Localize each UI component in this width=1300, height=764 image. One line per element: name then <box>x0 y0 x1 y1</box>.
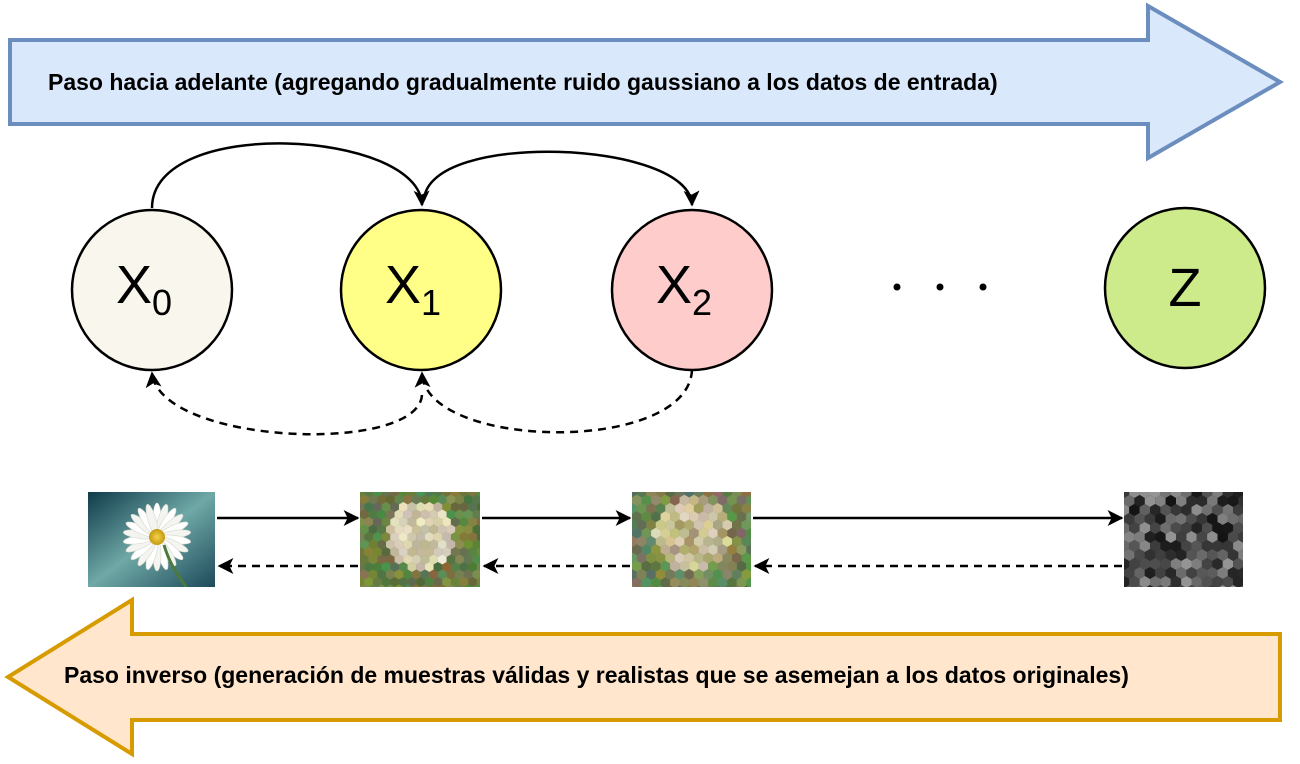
forward-arrow-x0-to-x1 <box>150 142 430 209</box>
forward-banner-arrow <box>8 2 1285 162</box>
node-x0-circle <box>70 208 234 372</box>
node-z: Z <box>1103 206 1267 370</box>
node-x2-circle <box>610 208 774 372</box>
node-x1-label: X1 <box>385 255 441 323</box>
ellipsis-dot-1 <box>893 283 901 291</box>
forward-curves <box>150 142 700 209</box>
node-x0-label: X0 <box>116 255 172 323</box>
node-z-circle <box>1103 206 1267 370</box>
reverse-arrow-x1-to-x0 <box>145 371 424 436</box>
node-x1-circle <box>339 208 503 372</box>
node-z-label: Z <box>1169 258 1202 318</box>
ellipsis <box>893 283 987 291</box>
reverse-curves <box>145 369 694 436</box>
reverse-arrow-x2-to-x1 <box>414 369 694 434</box>
node-x2-label: X2 <box>656 255 712 323</box>
forward-banner-text: Paso hacia adelante (agregando gradualme… <box>48 69 998 95</box>
ellipsis-dot-2 <box>936 283 944 291</box>
forward-arrow-x1-to-x2 <box>422 150 700 207</box>
reverse-banner-arrow <box>4 596 1282 758</box>
forward-banner: Paso hacia adelante (agregando gradualme… <box>8 2 1285 162</box>
image-pure-noise <box>1124 492 1243 587</box>
reverse-banner-text: Paso inverso (generación de muestras vál… <box>64 662 1129 688</box>
node-x0: X0 <box>70 208 234 372</box>
node-x2: X2 <box>610 208 774 372</box>
reverse-banner: Paso inverso (generación de muestras vál… <box>4 596 1282 758</box>
image-daisy-original <box>88 492 215 587</box>
image-daisy-noisy-1 <box>360 492 480 587</box>
ellipsis-dot-3 <box>979 283 987 291</box>
image-daisy-noisy-2 <box>632 492 751 587</box>
node-x1: X1 <box>339 208 503 372</box>
